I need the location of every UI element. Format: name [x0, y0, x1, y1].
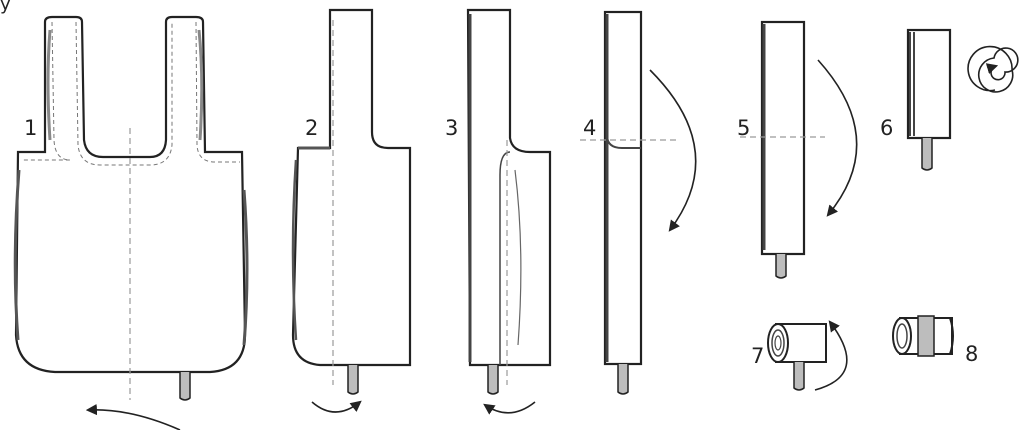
step-label-8: 8: [965, 342, 979, 366]
step-label-5: 5: [737, 116, 751, 140]
step-8-closed-roll: [892, 315, 954, 357]
step-2-half-bag: [291, 8, 412, 413]
step-label-2: 2: [305, 116, 319, 140]
step-label-3: 3: [445, 116, 459, 140]
step-6-block: [906, 28, 1019, 171]
step-5-folded-strip: [740, 20, 858, 279]
step-label-4: 4: [583, 116, 597, 140]
step-label-6: 6: [880, 116, 894, 140]
bag-3-body: [466, 8, 552, 367]
step-label-7: 7: [751, 344, 765, 368]
step-4-strip: [580, 10, 697, 395]
strip-4-body: [603, 10, 643, 366]
bag-2-body: [291, 8, 412, 367]
step-3-folded-bag: [466, 8, 552, 415]
corner-text: y: [0, 0, 11, 15]
step-7-roll: [767, 320, 848, 391]
strip-5-body: [760, 20, 806, 256]
step-1-bag: [13, 15, 249, 431]
step-label-1: 1: [24, 116, 38, 140]
bag-1-body: [14, 15, 247, 374]
roll-spiral-icon: [967, 45, 1019, 93]
